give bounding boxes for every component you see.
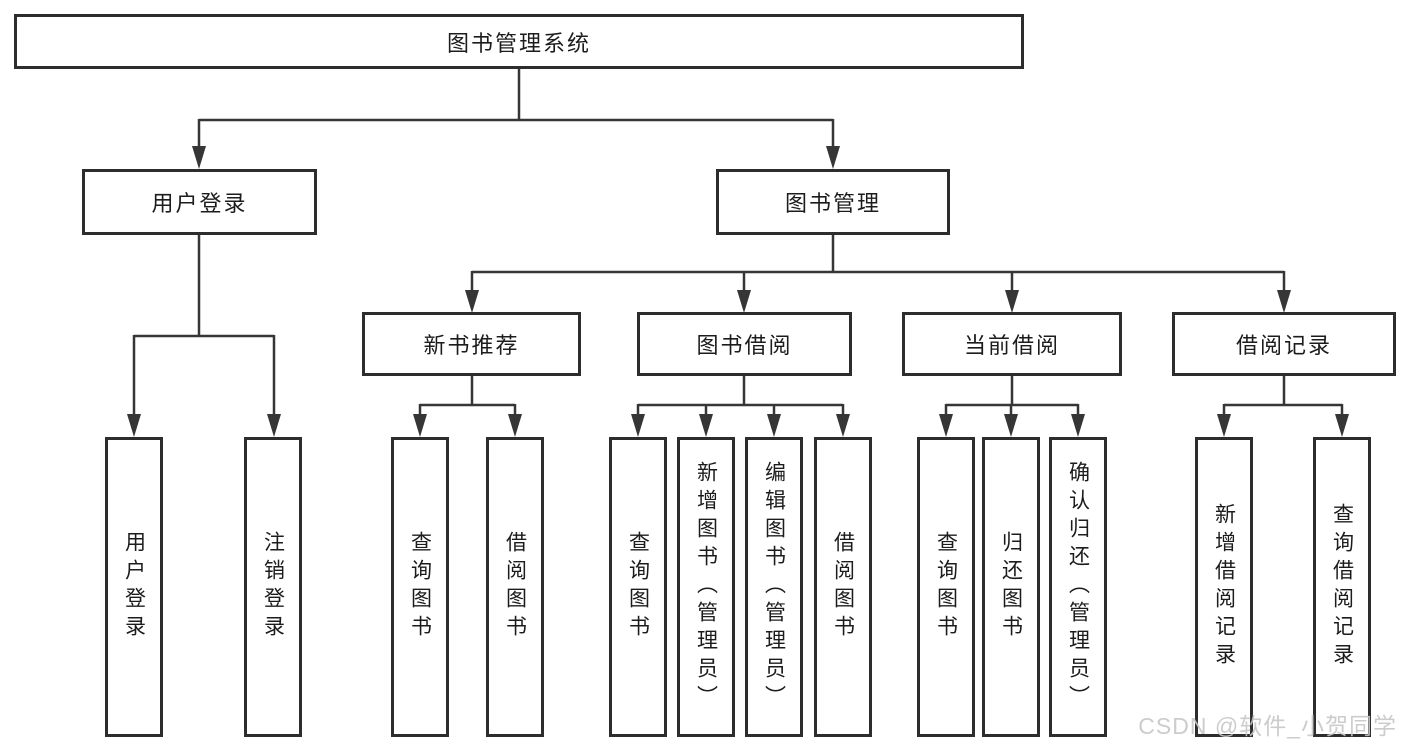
node-label: 归还图书 [999, 531, 1023, 643]
node-borrowing-records: 借阅记录 [1172, 312, 1396, 376]
node-label: 新增借阅记录 [1212, 503, 1236, 671]
node-label: 新书推荐 [423, 333, 520, 358]
leaf-return-books: 归还图书 [982, 437, 1040, 737]
connector-userlogin-to-leaves [127, 234, 281, 437]
leaf-confirm-return-admin: 确认归还（管理员） [1049, 437, 1107, 737]
node-book-borrowing: 图书借阅 [637, 312, 852, 376]
leaf-query-books-current: 查询图书 [917, 437, 975, 737]
node-label: 借阅图书 [831, 531, 855, 643]
connector-newbook-to-leaves [413, 376, 522, 437]
connector-bookmgmt-to-level3 [465, 234, 1291, 313]
node-library-management-system: 图书管理系统 [14, 14, 1024, 69]
node-label: 新增图书（管理员） [694, 461, 718, 713]
node-label: 查询借阅记录 [1330, 503, 1354, 671]
leaf-query-borrow-record: 查询借阅记录 [1313, 437, 1371, 737]
node-label: 用户登录 [151, 191, 248, 216]
node-book-management: 图书管理 [716, 169, 950, 235]
connector-root-to-level2 [192, 68, 840, 169]
connector-records-to-leaves [1217, 376, 1349, 437]
node-label: 借阅记录 [1235, 333, 1332, 358]
connector-borrowing-to-leaves [631, 376, 850, 437]
node-label: 查询图书 [626, 531, 650, 643]
node-label: 图书管理系统 [446, 30, 591, 56]
node-label: 用户登录 [122, 531, 146, 643]
node-new-book-recommendation: 新书推荐 [362, 312, 581, 376]
node-label: 确认归还（管理员） [1066, 461, 1090, 713]
node-current-borrowing: 当前借阅 [902, 312, 1122, 376]
node-label: 借阅图书 [503, 531, 527, 643]
connector-current-to-leaves [939, 376, 1085, 437]
node-label: 注销登录 [261, 531, 285, 643]
leaf-borrow-books: 借阅图书 [814, 437, 872, 737]
leaf-query-books-borrowing: 查询图书 [609, 437, 667, 737]
leaf-query-books-recommend: 查询图书 [391, 437, 449, 737]
node-label: 图书管理 [784, 191, 881, 216]
node-user-login: 用户登录 [82, 169, 317, 235]
leaf-borrow-books-recommend: 借阅图书 [486, 437, 544, 737]
node-label: 编辑图书（管理员） [762, 461, 786, 713]
leaf-user-login: 用户登录 [105, 437, 163, 737]
node-label: 查询图书 [934, 531, 958, 643]
node-label: 图书借阅 [696, 333, 793, 358]
leaf-logout: 注销登录 [244, 437, 302, 737]
node-label: 当前借阅 [963, 333, 1060, 358]
leaf-add-books-admin: 新增图书（管理员） [677, 437, 735, 737]
node-label: 查询图书 [408, 531, 432, 643]
leaf-edit-books-admin: 编辑图书（管理员） [745, 437, 803, 737]
leaf-add-borrow-record: 新增借阅记录 [1195, 437, 1253, 737]
